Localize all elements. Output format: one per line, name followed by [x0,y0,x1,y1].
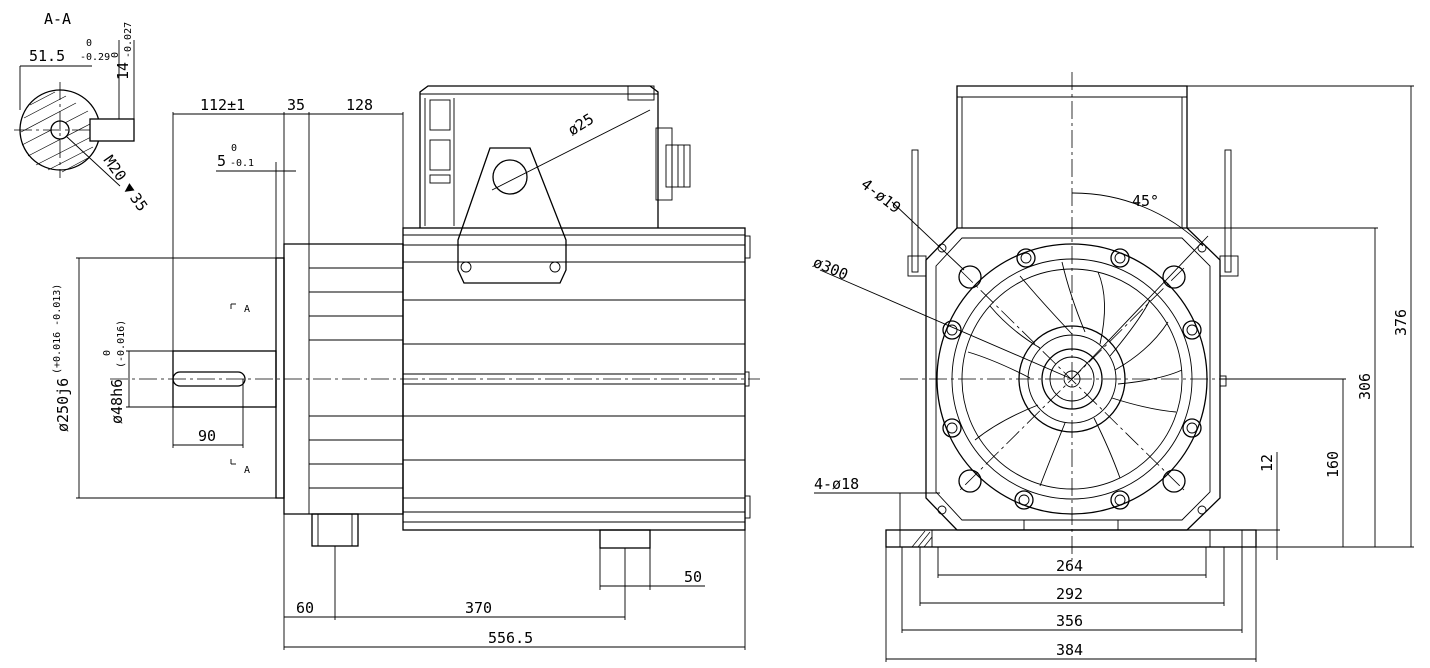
section-mark-top: A [244,304,250,315]
rear-foot [599,529,651,549]
corner-holes [937,243,1207,515]
dim-60: 60 [296,599,314,617]
thread-label: M20 [100,152,130,185]
dim-dia-250: ø250j6 [54,378,72,432]
front-foot [311,513,359,547]
key-width-dim: 14 [114,62,132,80]
key-tol-upper: 0 [110,52,121,58]
dim-128: 128 [346,96,373,114]
dim-384: 384 [1056,641,1083,659]
holes-19: 4-ø19 [858,175,905,217]
dim-90: 90 [198,427,216,445]
dim-12: 12 [1258,454,1276,472]
dim-dia-25: ø25 [565,110,598,140]
dim-5-tol-upper: 0 [231,143,237,154]
dim-dia-250-tol: (+0.016 -0.013) [52,284,63,374]
key-profile [89,118,135,142]
lifting-bracket [457,147,567,284]
base-plate [885,529,1257,548]
dim-5-tol-lower: -0.1 [230,158,254,169]
dim-dia-48: ø48h6 [108,379,126,424]
front-view: 45° 4-ø19 ø300 4-ø18 376 306 160 12 264 … [810,72,1414,662]
dim-376: 376 [1392,309,1410,336]
shaft-keyway [172,371,246,387]
dim-5: 5 [217,152,226,170]
dim-dia-48-tol: (-0.016) [116,320,127,368]
flange-spigot [275,257,285,499]
section-mark-bottom: A [244,465,250,476]
section-width-dim: 51.5 [29,47,65,65]
dim-306: 306 [1356,373,1374,400]
dim-370: 370 [465,599,492,617]
key-tol-lower: -0.027 [123,22,134,58]
dim-556: 556.5 [488,629,533,647]
dim-dia-48-tol-upper: 0 [102,350,113,356]
lifting-eye-hole [492,159,528,195]
section-width-tol-lower: -0.29 [80,52,110,63]
section-hatching [20,91,96,173]
holes-18: 4-ø18 [814,475,859,493]
bolt-holes [942,248,1202,510]
section-title: A-A [44,10,71,28]
dim-292: 292 [1056,585,1083,603]
dim-35: 35 [287,96,305,114]
angle-45: 45° [1132,192,1159,210]
section-a-a: A-A 51.5 0 -0.29 14 0 -0.027 M20 ▼ 35 [14,10,151,215]
terminal-box [419,85,659,228]
dia-300: ø300 [810,253,850,284]
dim-160: 160 [1324,451,1342,478]
section-width-tol-upper: 0 [86,38,92,49]
dim-356: 356 [1056,612,1083,630]
dim-112: 112±1 [200,96,245,114]
dim-264: 264 [1056,557,1083,575]
side-view: 112±1 35 128 5 0 -0.1 ø25 ø250j6 (+0.016… [52,85,760,650]
base-hole-hatch [911,530,933,548]
dim-50: 50 [684,568,702,586]
